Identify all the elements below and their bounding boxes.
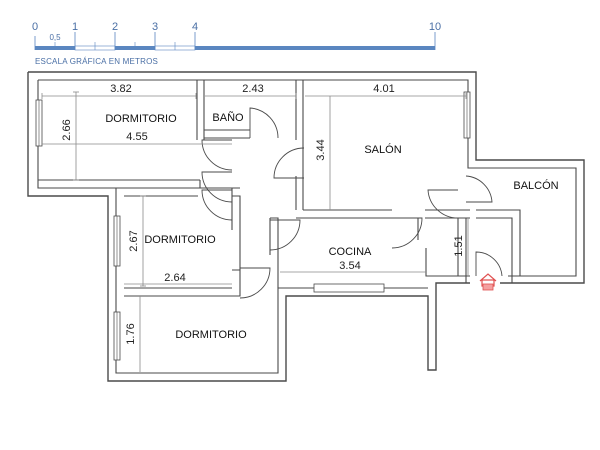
scale-tick-4: 4: [192, 21, 198, 33]
graphic-scale: 0 0,5 1 2 3 4 10 ESCALA GRÁFICA EN METRO…: [32, 21, 441, 66]
dimension-label: 4.55: [126, 131, 147, 143]
dimension-label: 2.67: [128, 230, 140, 251]
dimension-label: 3.54: [339, 260, 360, 272]
entrance-arrow-icon: [479, 273, 497, 291]
interior-walls: [38, 80, 521, 297]
dimension-lines: [41, 91, 469, 372]
scale-tick-2: 2: [112, 21, 118, 33]
room-label-bedroom-2: DORMITORIO: [144, 234, 216, 246]
room-label-balcony: BALCÓN: [513, 179, 558, 192]
scale-bar-segment-5: [195, 46, 435, 50]
room-label-bedroom-3: DORMITORIO: [175, 329, 247, 341]
dimension-label: 2.66: [61, 119, 73, 140]
room-label-bedroom-1: DORMITORIO: [105, 113, 177, 125]
room-label-kitchen: COCINA: [329, 246, 372, 258]
dimension-label: 2.64: [164, 272, 185, 284]
dimension-label: 3.82: [110, 83, 131, 95]
scale-tick-10: 10: [429, 21, 441, 33]
scale-tick-3: 3: [152, 21, 158, 33]
scale-tick-half: 0,5: [49, 33, 61, 42]
room-label-bathroom: BAÑO: [212, 111, 244, 124]
room-label-living-room: SALÓN: [364, 143, 401, 156]
doors: [201, 107, 503, 299]
dimension-label: 1.51: [453, 235, 465, 256]
windows: [35, 91, 471, 361]
scale-tick-0: 0: [32, 21, 38, 33]
scale-tick-1: 1: [72, 21, 78, 33]
dimension-label: 2.43: [242, 83, 263, 95]
scale-caption: ESCALA GRÁFICA EN METROS: [35, 57, 158, 66]
dimension-label: 4.01: [373, 83, 394, 95]
dimension-label: 3.44: [315, 139, 327, 160]
kitchen-window: [313, 283, 385, 293]
dimension-label: 1.76: [125, 323, 137, 344]
